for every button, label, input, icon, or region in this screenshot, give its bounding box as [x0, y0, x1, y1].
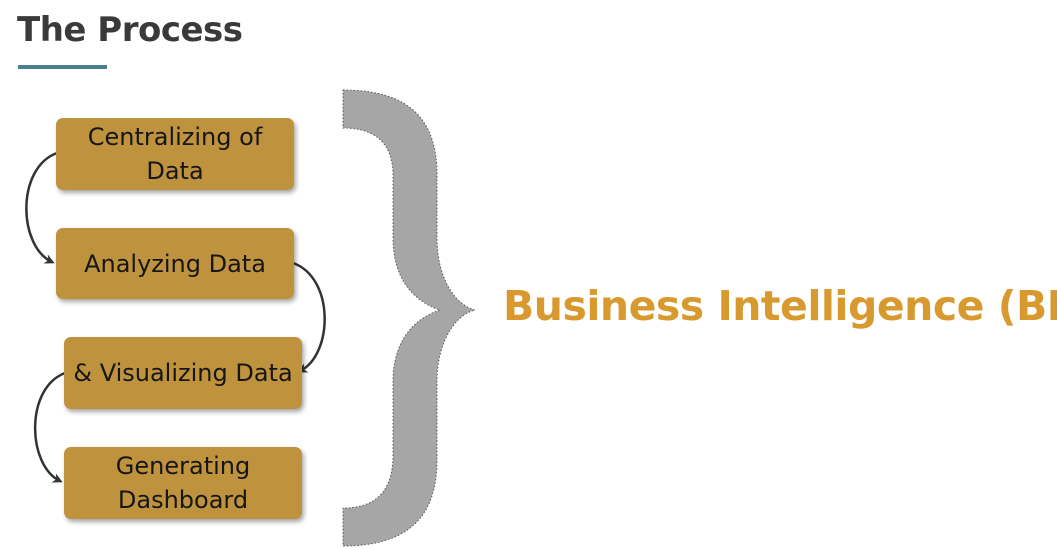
step-label: & Visualizing Data	[73, 359, 293, 387]
step-box-analyzing: Analyzing Data	[56, 228, 294, 299]
step-box-centralizing: Centralizing of Data	[56, 118, 294, 190]
connector-arrow-1	[25, 151, 58, 264]
step-label: Centralizing of Data	[87, 123, 263, 185]
step-label: Analyzing Data	[84, 249, 266, 278]
step-label: Generating Dashboard	[115, 452, 251, 514]
connector-arrow-3	[33, 371, 66, 483]
step-box-generating: Generating Dashboard	[64, 447, 302, 519]
title-underline	[18, 65, 107, 69]
result-label: Business Intelligence (BI)	[503, 282, 1057, 330]
curly-brace	[342, 89, 476, 547]
page-title: The Process	[17, 10, 243, 50]
connector-arrow-2	[292, 261, 326, 373]
step-box-visualizing: & Visualizing Data	[64, 337, 302, 409]
